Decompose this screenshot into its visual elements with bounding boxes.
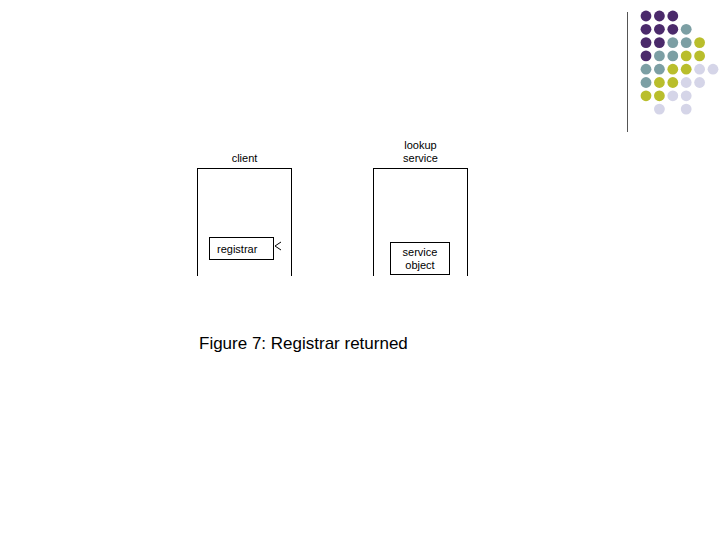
- decor-dot: [667, 37, 678, 48]
- decor-dot: [641, 51, 652, 62]
- decor-dot: [654, 90, 665, 101]
- decor-dot: [681, 64, 692, 75]
- client-box: clientregistrar: [197, 168, 292, 276]
- decor-dot: [654, 51, 665, 62]
- decor-dot: [641, 37, 652, 48]
- box-heading: lookup service: [397, 139, 445, 165]
- decor-dot: [641, 90, 652, 101]
- decor-dot: [694, 77, 705, 88]
- decor-dot: [654, 64, 665, 75]
- arrow-head: [275, 242, 281, 250]
- decor-dot: [641, 64, 652, 75]
- lookup-service-box: lookup serviceservice object: [373, 168, 468, 276]
- decor-dot: [667, 90, 678, 101]
- decor-dot: [681, 51, 692, 62]
- box-label: service object: [391, 246, 449, 272]
- box-heading: client: [205, 152, 285, 165]
- figure-caption: Figure 7: Registrar returned: [199, 334, 408, 354]
- decor-dot: [694, 51, 705, 62]
- decor-dot: [681, 90, 692, 101]
- decor-dot: [694, 64, 705, 75]
- registrar-box: registrar: [209, 237, 274, 260]
- decor-dot: [708, 64, 719, 75]
- decor-dot: [667, 64, 678, 75]
- decor-dot: [654, 77, 665, 88]
- decor-dot: [654, 24, 665, 35]
- decor-dot: [641, 11, 652, 22]
- dot-grid: [641, 11, 719, 115]
- decor-dot: [667, 11, 678, 22]
- decor-dot: [641, 24, 652, 35]
- decor-dot: [681, 104, 692, 115]
- decor-dot: [681, 24, 692, 35]
- decor-dot: [667, 77, 678, 88]
- box-label: registrar: [210, 242, 273, 255]
- decor-dot: [654, 104, 665, 115]
- decor-dot: [641, 77, 652, 88]
- decor-dot: [654, 11, 665, 22]
- decor-dot: [667, 24, 678, 35]
- decor-dot: [681, 37, 692, 48]
- decor-dot: [667, 51, 678, 62]
- decor-dot: [654, 37, 665, 48]
- service-object-box: service object: [390, 242, 450, 275]
- decor-dot: [694, 37, 705, 48]
- divider-line: [627, 12, 628, 132]
- decor-dot: [681, 77, 692, 88]
